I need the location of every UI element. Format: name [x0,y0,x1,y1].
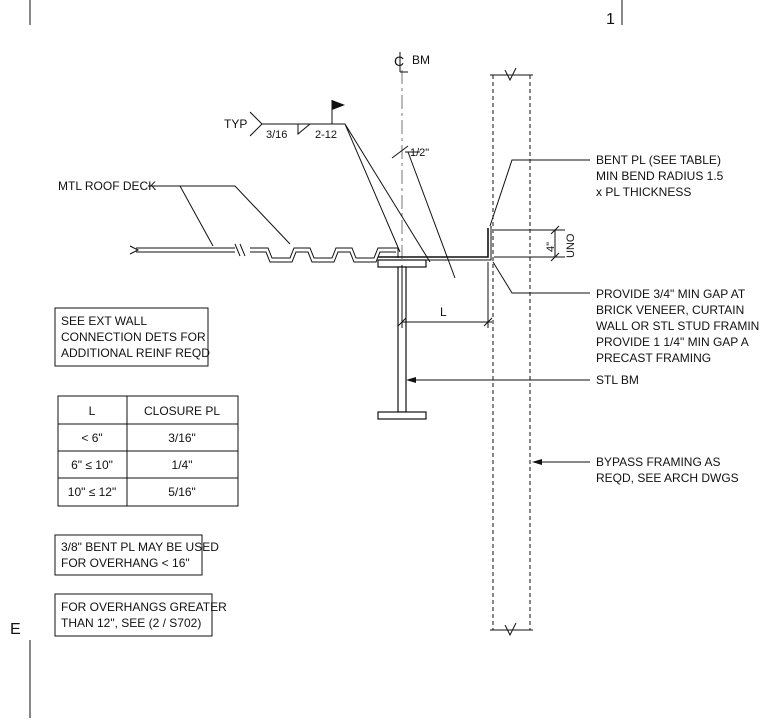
svg-text:PROVIDE 3/4" MIN GAP AT: PROVIDE 3/4" MIN GAP AT [596,287,746,301]
table-cell: < 6" [81,431,102,445]
table-cell: 3/16" [168,431,196,445]
bypass-note: BYPASS FRAMING AS REQD, SEE ARCH DWGS [596,455,739,485]
svg-text:MIN BEND RADIUS 1.5: MIN BEND RADIUS 1.5 [596,169,724,183]
wall-break-bottom [490,622,533,637]
centerline-label: BM [412,53,430,67]
bent-pl-note-line-1: 3/8" BENT PL MAY BE USED [61,540,219,554]
ext-wall-note-box [54,307,209,367]
dim-uno: UNO [565,233,577,258]
gap-note-leader [492,261,590,294]
dim-4-inch: 4" [545,242,557,252]
overhang-note-line-2: THAN 12", SEE (2 / S702) [61,616,201,630]
mtl-roof-deck-label: MTL ROOF DECK [58,179,156,193]
table-header-closure: CLOSURE PL [144,404,220,418]
bent-plate-inner [378,226,492,261]
overhang-note-line-1: FOR OVERHANGS GREATER [61,600,227,614]
grid-letter: E [10,621,21,638]
svg-text:BYPASS FRAMING AS: BYPASS FRAMING AS [596,455,720,469]
l-dimension [397,262,493,328]
table-cell: 10" ≤ 12" [68,485,116,499]
half-inch-leader [391,145,456,279]
roof-deck-leader [148,185,214,247]
svg-text:x PL THICKNESS: x PL THICKNESS [596,185,691,199]
svg-text:BENT PL (SEE TABLE): BENT PL (SEE TABLE) [596,153,721,167]
overhang-note-box [54,593,213,637]
svg-text:C: C [394,53,404,69]
dim-l: L [440,305,447,319]
weld-spacing: 2-12 [315,129,337,141]
field-weld-flag-icon [332,100,345,110]
bent-pl-note-line-2: FOR OVERHANG < 16" [61,556,190,570]
svg-text:BRICK VENEER, CURTAIN: BRICK VENEER, CURTAIN [596,303,744,317]
table-header-l: L [89,404,96,418]
bypass-arrow-icon [532,459,542,465]
closure-plate-table: L CLOSURE PL < 6" 3/16" 6" ≤ 10" 1/4" 10… [57,395,239,507]
vertical-dimension [494,225,565,262]
half-inch-dim: 1/2" [410,147,429,159]
table-cell: 1/4" [172,458,193,472]
stl-bm-arrow-icon [406,377,416,383]
table-cell: 6" ≤ 10" [71,458,113,472]
bent-pl-callout: BENT PL (SEE TABLE) MIN BEND RADIUS 1.5 … [596,153,724,199]
svg-text:PRECAST FRAMING: PRECAST FRAMING [596,351,711,365]
roof-deck-leader-2 [180,185,291,245]
ext-wall-note-line-1: SEE EXT WALL [61,314,147,328]
beam-bottom-flange [377,411,427,420]
metal-roof-deck [129,243,399,263]
ext-wall-note-line-2: CONNECTION DETS FOR [61,330,206,344]
bent-pl-note-box [54,534,203,576]
svg-text:REQD, SEE ARCH DWGS: REQD, SEE ARCH DWGS [596,471,739,485]
centerline-symbol: C [394,52,408,73]
stl-bm-label: STL BM [596,373,639,387]
table-cell: 5/16" [168,485,196,499]
svg-text:PROVIDE 1 1/4" MIN GAP A: PROVIDE 1 1/4" MIN GAP A [596,335,749,349]
bent-plate [378,228,489,258]
svg-text:WALL OR STL STUD FRAMING.: WALL OR STL STUD FRAMING. [596,319,760,333]
typ-label: TYP [224,117,247,131]
weld-size: 3/16 [266,129,287,141]
gap-note: PROVIDE 3/4" MIN GAP AT BRICK VENEER, CU… [596,287,760,365]
wall-break-top [490,67,533,82]
ext-wall-note-line-3: ADDITIONAL REINF REQD [61,346,210,360]
weld-symbol [249,100,431,263]
detail-number: 1 [606,11,615,28]
bent-pl-leader [489,159,590,227]
